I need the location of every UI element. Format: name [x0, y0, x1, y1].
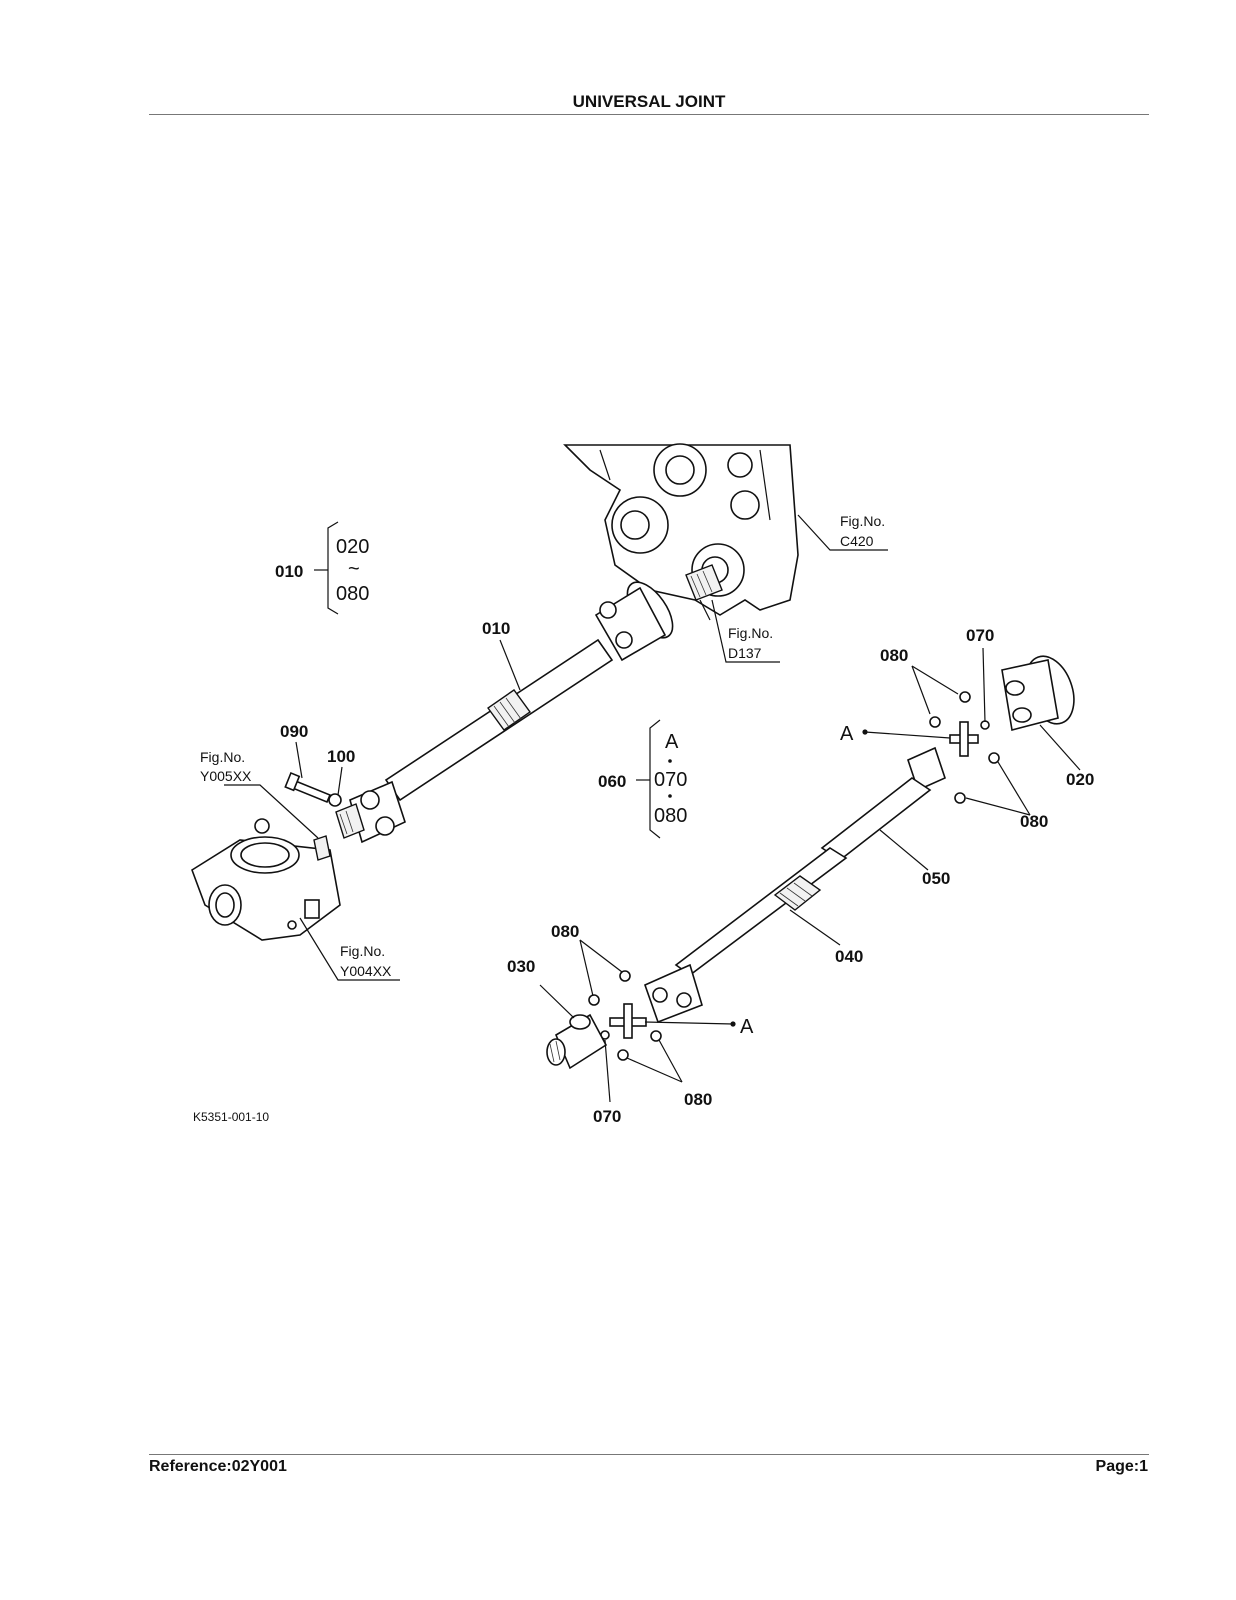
figure-references: Fig.No. C420 Fig.No. D137 Fig.No. Y005XX… — [200, 513, 885, 979]
group-010-sep: ~ — [348, 558, 360, 580]
header-divider — [149, 114, 1149, 115]
callout-100: 100 — [327, 747, 355, 766]
page-number: Page:1 — [1095, 1458, 1148, 1475]
group-060-c: 080 — [654, 805, 687, 827]
drive-shaft-040-050-drawing — [546, 655, 1075, 1070]
callout-030: 030 — [507, 957, 535, 976]
callout-080-top-left: 080 — [880, 646, 908, 665]
fig-y005-code: Y005XX — [200, 768, 252, 784]
callout-060: 060 — [598, 772, 626, 791]
callout-010-shaft: 010 — [482, 619, 510, 638]
marker-a-top: A — [840, 723, 854, 745]
callout-070-top: 070 — [966, 626, 994, 645]
callout-080-top-right: 080 — [1020, 812, 1048, 831]
callout-010-group: 010 — [275, 562, 303, 581]
callout-040: 040 — [835, 947, 863, 966]
callout-labels: 010 020 ~ 080 010 090 100 060 A 070 080 … — [275, 536, 1094, 1126]
fig-y004-label: Fig.No. — [340, 943, 385, 959]
fig-c420-code: C420 — [840, 533, 874, 549]
drive-shaft-010-drawing — [284, 581, 674, 844]
fig-y005-label: Fig.No. — [200, 749, 245, 765]
leader-lines — [224, 514, 1081, 1103]
callout-020: 020 — [1066, 770, 1094, 789]
callout-050: 050 — [922, 869, 950, 888]
page-title: UNIVERSAL JOINT — [572, 92, 726, 111]
footer-divider — [149, 1454, 1149, 1455]
group-010-to: 080 — [336, 583, 369, 605]
group-010-from: 020 — [336, 536, 369, 558]
callout-080-bottom-left: 080 — [551, 922, 579, 941]
callout-090: 090 — [280, 722, 308, 741]
fig-c420-label: Fig.No. — [840, 513, 885, 529]
marker-a-bottom: A — [740, 1016, 754, 1038]
gear-housing-drawing — [191, 818, 341, 941]
callout-080-bottom-right: 080 — [684, 1090, 712, 1109]
fig-d137-label: Fig.No. — [728, 625, 773, 641]
group-060-a: A — [665, 731, 679, 753]
callout-070-bottom: 070 — [593, 1107, 621, 1126]
fig-y004-code: Y004XX — [340, 963, 392, 979]
transmission-housing-drawing — [563, 443, 799, 621]
reference-label: Reference:02Y001 — [149, 1458, 287, 1475]
fig-d137-code: D137 — [728, 645, 762, 661]
group-060-b: 070 — [654, 769, 687, 791]
diagram-code: K5351-001-10 — [193, 1110, 269, 1124]
